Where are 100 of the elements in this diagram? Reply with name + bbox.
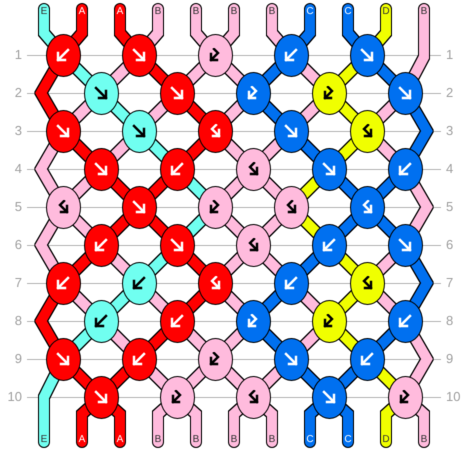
thread-line	[409, 257, 433, 309]
row-number: 9	[14, 352, 22, 366]
row-number: 3	[446, 124, 454, 138]
thread-end-tab	[380, 3, 392, 27]
row-number: 4	[14, 162, 22, 176]
thread-line	[298, 25, 315, 46]
thread-line	[409, 105, 433, 157]
thread-end-tab	[418, 424, 430, 448]
row-number: 8	[446, 314, 454, 328]
thread-line	[298, 176, 322, 200]
string-letter: B	[420, 435, 428, 445]
row-number: 10	[446, 390, 460, 404]
thread-end-tab	[266, 3, 278, 27]
thread-end-tab	[152, 3, 164, 27]
thread-line	[35, 295, 59, 347]
thread-line	[146, 328, 170, 352]
string-letter: A	[116, 435, 124, 445]
row-number: 2	[446, 86, 454, 100]
row-number: 1	[446, 48, 454, 62]
thread-end-tab	[266, 424, 278, 448]
string-letter: B	[154, 435, 162, 445]
string-letter: B	[154, 7, 162, 17]
string-letter: C	[344, 435, 352, 445]
row-number: 10	[8, 390, 22, 404]
string-letter: B	[268, 435, 276, 445]
thread-end-tab	[114, 3, 126, 27]
string-letter: B	[268, 7, 276, 17]
row-number: 5	[446, 200, 454, 214]
thread-line	[146, 25, 163, 46]
string-letter: D	[382, 7, 390, 17]
string-letter: B	[192, 7, 200, 17]
thread-line	[336, 290, 360, 314]
thread-line	[146, 176, 170, 200]
thread-line	[35, 143, 59, 195]
string-letter: C	[344, 7, 352, 17]
string-letter: E	[40, 435, 48, 445]
thread-end-tab	[76, 3, 88, 27]
thread-line	[191, 25, 208, 46]
row-number: 8	[14, 314, 22, 328]
thread-end-tab	[114, 424, 126, 448]
thread-end-tab	[418, 3, 430, 27]
thread-line	[374, 25, 391, 46]
thread-line	[70, 25, 87, 46]
thread-end-tab	[76, 424, 88, 448]
thread-line	[222, 25, 239, 46]
thread-line	[336, 62, 360, 86]
thread-line	[336, 214, 360, 238]
string-letter: C	[306, 7, 314, 17]
thread-line	[336, 138, 360, 162]
thread-end-tab	[304, 3, 316, 27]
row-number: 6	[14, 238, 22, 252]
thread-line	[298, 252, 322, 276]
row-number: 9	[446, 352, 454, 366]
thread-line	[374, 328, 398, 352]
string-letter: A	[78, 7, 86, 17]
string-letter: B	[192, 435, 200, 445]
string-letter: D	[382, 435, 390, 445]
thread-end-tab	[228, 424, 240, 448]
row-number: 2	[14, 86, 22, 100]
thread-end-tab	[190, 424, 202, 448]
thread-end-tab	[342, 424, 354, 448]
thread-line	[374, 176, 398, 200]
thread-line	[35, 67, 59, 119]
row-number: 6	[446, 238, 454, 252]
thread-end-tab	[38, 424, 50, 448]
string-letter: B	[420, 7, 428, 17]
thread-line	[70, 252, 94, 276]
string-letter: B	[230, 435, 238, 445]
thread-line	[267, 25, 284, 46]
thread-line	[260, 290, 284, 314]
thread-end-tab	[304, 424, 316, 448]
thread-end-tab	[380, 424, 392, 448]
thread-end-tab	[228, 3, 240, 27]
thread-line	[409, 333, 433, 385]
thread-end-tab	[38, 3, 50, 27]
string-letter: A	[116, 7, 124, 17]
row-number: 3	[14, 124, 22, 138]
thread-end-tab	[342, 3, 354, 27]
thread-line	[184, 290, 208, 314]
row-number: 4	[446, 162, 454, 176]
thread-line	[39, 25, 56, 46]
thread-line	[184, 138, 208, 162]
row-number: 5	[14, 200, 22, 214]
string-letter: E	[40, 7, 48, 17]
thread-line	[35, 219, 59, 271]
row-number: 7	[446, 276, 454, 290]
row-number: 7	[14, 276, 22, 290]
thread-line	[408, 25, 429, 80]
string-letter: C	[306, 435, 314, 445]
string-letter: B	[230, 7, 238, 17]
thread-line	[260, 62, 284, 86]
thread-line	[108, 214, 132, 238]
string-letter: A	[78, 435, 86, 445]
thread-end-tab	[190, 3, 202, 27]
thread-line	[343, 25, 360, 46]
thread-line	[115, 25, 132, 46]
thread-line	[39, 372, 60, 426]
thread-line	[409, 181, 433, 233]
row-number: 1	[14, 48, 22, 62]
thread-end-tab	[152, 424, 164, 448]
